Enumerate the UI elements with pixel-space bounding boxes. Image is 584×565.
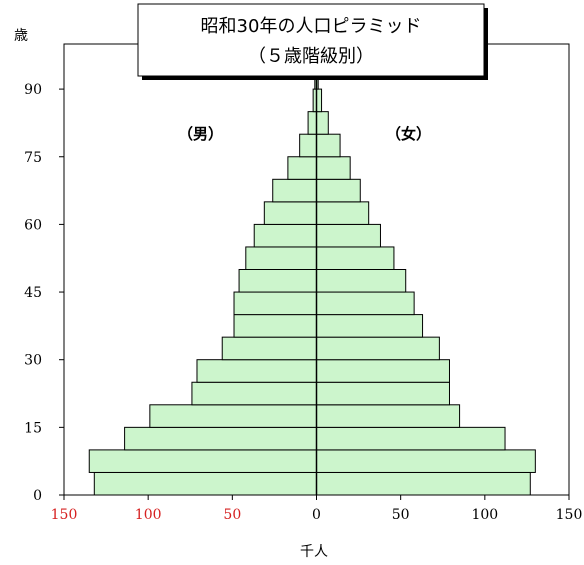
bar-male-35-39 [233, 314, 317, 338]
x-tick-label: 100 [471, 507, 498, 523]
bar-female-85-89 [316, 88, 323, 113]
bar-male-50-54 [245, 246, 317, 270]
bar-female-80-84 [316, 111, 329, 135]
bar-female-65-69 [316, 178, 361, 203]
bar-male-30-34 [221, 336, 318, 361]
bar-female-70-74 [316, 156, 351, 180]
bars-group [88, 43, 536, 496]
bar-female-10-14 [316, 426, 506, 451]
bar-female-15-19 [316, 404, 461, 428]
bar-female-55-59 [316, 223, 381, 248]
bar-male-10-14 [124, 426, 317, 451]
bar-female-50-54 [316, 246, 395, 270]
x-tick-label: 150 [556, 507, 583, 523]
chart-subtitle: （５歳階級別） [248, 46, 374, 67]
male-label: （男） [178, 125, 223, 143]
bar-male-20-24 [191, 381, 317, 406]
y-tick-label: 15 [24, 420, 42, 436]
x-axis-label: 千人 [300, 544, 328, 560]
female-label: （女） [386, 125, 431, 143]
bar-female-40-44 [316, 291, 415, 316]
bar-male-45-49 [238, 269, 317, 293]
bar-female-75-79 [316, 133, 341, 158]
bar-male-70-74 [287, 156, 317, 180]
title-box: 昭和30年の人口ピラミッド （５歳階級別） [137, 3, 488, 80]
bar-female-30-34 [316, 336, 440, 361]
bar-female-25-29 [316, 359, 450, 383]
bar-female-60-64 [316, 201, 370, 225]
axis-ticks: 150 100 50 0 50 100 150 0 15 30 45 60 75 90 [24, 82, 582, 523]
bar-male-75-79 [299, 133, 317, 158]
y-tick-label: 30 [24, 353, 42, 369]
chart-title: 昭和30年の人口ピラミッド [201, 16, 422, 37]
y-tick-label: 45 [24, 285, 42, 301]
bar-female-20-24 [316, 381, 450, 406]
bar-male-60-64 [263, 201, 318, 225]
bar-male-25-29 [196, 359, 318, 383]
y-unit-label: 歳 [14, 28, 28, 44]
bar-female-5-9 [316, 449, 536, 473]
bar-male-40-44 [233, 291, 317, 316]
bar-male-80-84 [307, 111, 318, 135]
bar-female-0-4 [316, 471, 531, 496]
bar-male-55-59 [253, 223, 317, 248]
bar-female-45-49 [316, 269, 407, 293]
y-tick-label: 60 [24, 217, 42, 233]
x-tick-label: 100 [135, 507, 162, 523]
x-tick-label: 150 [51, 507, 78, 523]
bar-female-35-39 [316, 314, 424, 338]
y-tick-label: 0 [33, 488, 42, 504]
bar-male-0-4 [93, 471, 317, 496]
y-tick-label: 90 [24, 82, 42, 98]
bar-male-15-19 [149, 404, 317, 428]
x-tick-label: 50 [223, 507, 241, 523]
x-tick-label: 0 [312, 507, 321, 523]
bar-male-65-69 [272, 178, 318, 203]
bar-male-5-9 [88, 449, 317, 473]
x-tick-label: 50 [392, 507, 410, 523]
y-tick-label: 75 [24, 150, 42, 166]
